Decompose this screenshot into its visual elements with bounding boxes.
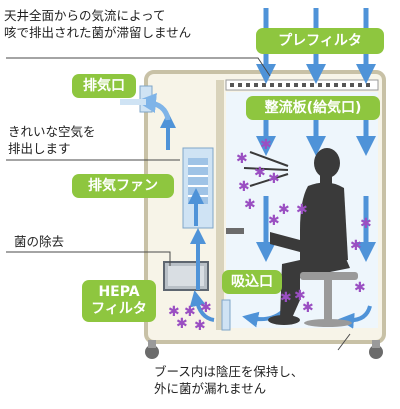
intake-grille [221, 299, 231, 331]
divider-bar [226, 228, 244, 234]
booth-divider [216, 80, 224, 330]
hepa-label-line-1: HEPA [98, 284, 140, 300]
svg-text:✱: ✱ [260, 137, 272, 153]
svg-text:✱: ✱ [184, 304, 196, 320]
clean-air-note-line-1: きれいな空気を [8, 124, 96, 139]
svg-text:✱: ✱ [296, 202, 308, 218]
exhaust-fan-label: 排気ファン [88, 177, 158, 194]
svg-text:✱: ✱ [350, 238, 362, 254]
svg-text:✱: ✱ [236, 151, 248, 167]
exhaust-fan-badge: 排気ファン [72, 174, 174, 198]
laminar-plate-holes [230, 83, 370, 87]
svg-text:✱: ✱ [354, 280, 366, 296]
svg-text:✱: ✱ [268, 171, 280, 187]
top-note-line-1: 天井全面からの気流によって [4, 8, 166, 23]
leader-lines [6, 57, 351, 351]
bottom-note-line-2: 外に菌が漏れません [154, 381, 267, 396]
cough-lines [243, 151, 289, 187]
svg-text:✱: ✱ [254, 165, 266, 181]
exhaust-port-label: 排気口 [83, 77, 125, 94]
prefilter-badge: プレフィルタ [256, 28, 384, 54]
svg-text:✱: ✱ [238, 179, 250, 195]
svg-text:✱: ✱ [280, 290, 292, 306]
svg-text:✱: ✱ [360, 216, 372, 232]
germ-icon: ✱✱✱ ✱✱✱ ✱✱✱ ✱✱✱ ✱✱✱ ✱✱✱ ✱✱ [168, 137, 372, 334]
hepa-filter-badge: HEPA フィルタ [82, 280, 156, 322]
svg-text:✱: ✱ [194, 318, 206, 334]
laminar-plate-label: 整流板(給気口) [264, 99, 362, 116]
top-note-line-2: 咳で排出された菌が滞留しません [4, 25, 192, 40]
svg-text:✱: ✱ [278, 202, 290, 218]
clean-air-out-arrow [136, 93, 171, 121]
svg-text:✱: ✱ [302, 300, 314, 316]
return-arrows [242, 305, 372, 329]
upflow-arrows [160, 112, 215, 322]
svg-text:✱: ✱ [168, 304, 180, 320]
svg-text:✱: ✱ [268, 213, 280, 229]
svg-text:✱: ✱ [294, 288, 306, 304]
svg-text:✱: ✱ [200, 300, 212, 316]
intake-port-label: 吸込口 [231, 273, 273, 290]
chair [300, 272, 358, 327]
caster-wheel-icon [145, 340, 383, 359]
intake-port-badge: 吸込口 [222, 270, 282, 294]
clean-air-note-line-2: 排出します [8, 141, 71, 156]
svg-text:✱: ✱ [244, 197, 256, 213]
germ-removal-label: 菌の除去 [14, 234, 65, 249]
bottom-note-line-1: ブース内は陰圧を保持し、 [154, 364, 304, 379]
hepa-label-line-2: フィルタ [91, 301, 147, 317]
svg-text:✱: ✱ [176, 316, 188, 332]
exhaust-port-badge: 排気口 [72, 74, 136, 98]
prefilter-label: プレフィルタ [278, 32, 362, 49]
laminar-plate-badge: 整流板(給気口) [246, 96, 380, 120]
